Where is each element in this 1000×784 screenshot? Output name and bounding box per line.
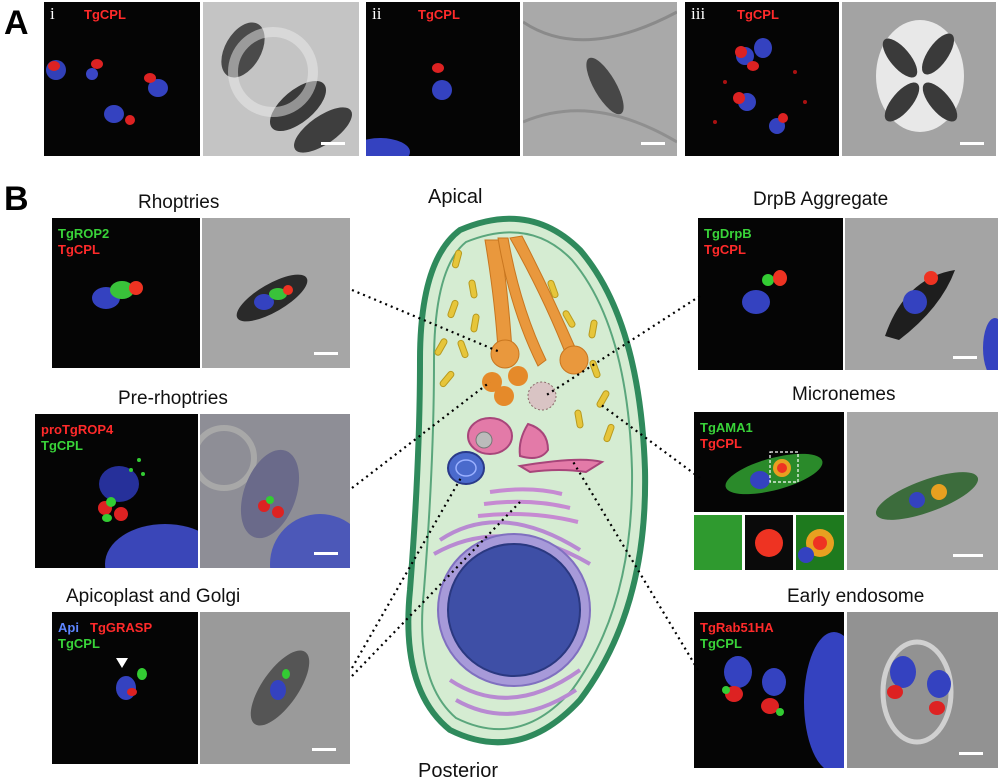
fluor-cells-a-ii xyxy=(366,63,452,156)
marker-label: TgCPL xyxy=(700,436,742,451)
marker-label: TgCPL xyxy=(700,636,742,651)
phase-image-a-i xyxy=(203,2,359,156)
phase-cells-drpb xyxy=(845,218,998,370)
marker-label: TgCPL xyxy=(41,438,83,453)
endosome-title: Early endosome xyxy=(787,586,925,607)
fluor-image-a-iii: iii TgCPL xyxy=(685,2,839,156)
inset-green xyxy=(694,515,742,570)
phase-cells-a-ii xyxy=(523,2,677,156)
marker-label: Api xyxy=(58,620,79,635)
phase-image-prerhoptries xyxy=(200,414,350,568)
pre-rhoptry xyxy=(508,366,528,386)
drpb-aggregate xyxy=(527,381,557,411)
scale-bar xyxy=(959,752,983,755)
phase-image-rhoptries xyxy=(202,218,350,368)
inset-merge xyxy=(796,515,844,570)
arrowhead-icon xyxy=(116,658,128,668)
phase-image-micronemes xyxy=(847,412,998,570)
scale-bar xyxy=(953,356,977,359)
fluor-cells-apicoplast xyxy=(116,658,147,700)
pre-rhoptry xyxy=(494,386,514,406)
marker-label: TgDrpB xyxy=(704,226,752,241)
fluor-cells-prerhoptries xyxy=(98,458,198,568)
marker-label: TgCPL xyxy=(58,636,100,651)
marker-label: TgCPL xyxy=(418,7,460,22)
marker-label: TgCPL xyxy=(737,7,779,22)
phase-cells-apicoplast xyxy=(200,612,350,764)
apicoplast-title: Apicoplast and Golgi xyxy=(66,586,241,607)
phase-image-apicoplast xyxy=(200,612,350,764)
fluor-cells-a-iii xyxy=(713,38,807,134)
marker-label: TgROP2 xyxy=(58,226,110,241)
phase-image-a-iii xyxy=(842,2,996,156)
apicoplast xyxy=(447,451,485,485)
phase-image-drpb xyxy=(845,218,998,370)
marker-label: TgGRASP xyxy=(90,620,153,635)
scale-bar xyxy=(314,352,338,355)
prerhoptries-title: Pre-rhoptries xyxy=(118,388,228,409)
drpb-title: DrpB Aggregate xyxy=(753,189,889,210)
phase-cells-rhoptries xyxy=(202,218,350,368)
fluor-cells-a-i xyxy=(46,59,168,125)
phase-cells-endosome xyxy=(847,612,998,768)
scale-bar xyxy=(953,554,983,557)
marker-label: TgCPL xyxy=(704,242,746,257)
phase-cells-prerhoptries xyxy=(200,414,350,568)
phase-image-endosome xyxy=(847,612,998,768)
phase-cells-a-iii xyxy=(842,2,996,156)
fluor-cells-micronemes xyxy=(725,451,823,495)
scale-bar xyxy=(960,142,984,145)
fluor-image-rhoptries: TgROP2 TgCPL xyxy=(52,218,200,368)
scale-bar xyxy=(321,142,345,145)
marker-label: TgCPL xyxy=(84,7,126,22)
fluor-image-a-i: i TgCPL xyxy=(44,2,200,156)
panel-letter-a: A xyxy=(4,4,29,42)
fluor-cells-drpb xyxy=(742,270,787,314)
rhoptries-title: Rhoptries xyxy=(138,192,220,213)
fluor-image-endosome: TgRab51HA TgCPL xyxy=(694,612,844,768)
nucleus xyxy=(447,543,581,677)
fluor-cells-endosome xyxy=(722,632,844,768)
panel-letter-b: B xyxy=(4,180,29,218)
micronemes-title: Micronemes xyxy=(792,384,896,405)
numeral-ii: ii xyxy=(372,4,382,23)
marker-label: TgAMA1 xyxy=(700,420,753,435)
fluor-image-drpb: TgDrpB TgCPL xyxy=(698,218,843,370)
scale-bar xyxy=(312,748,336,751)
fluor-image-prerhoptries: proTgROP4 TgCPL xyxy=(35,414,198,568)
fluor-image-micronemes: TgAMA1 TgCPL xyxy=(694,412,844,512)
phase-cells-a-i xyxy=(203,2,359,156)
marker-label: TgCPL xyxy=(58,242,100,257)
marker-label: proTgROP4 xyxy=(41,422,114,437)
marker-label: TgRab51HA xyxy=(700,620,774,635)
posterior-label: Posterior xyxy=(418,760,499,782)
numeral-iii: iii xyxy=(691,4,706,23)
fluor-image-apicoplast: Api TgGRASP TgCPL xyxy=(52,612,198,764)
inset-red xyxy=(745,515,793,570)
fluor-image-a-ii: ii TgCPL xyxy=(366,2,520,156)
numeral-i: i xyxy=(50,4,55,23)
scale-bar xyxy=(641,142,665,145)
scale-bar xyxy=(314,552,338,555)
phase-cells-micronemes xyxy=(847,412,998,570)
toxoplasma-cell-diagram xyxy=(405,215,649,746)
phase-image-a-ii xyxy=(523,2,677,156)
fluor-cells-rhoptries xyxy=(92,281,143,309)
apical-label: Apical xyxy=(428,186,483,208)
